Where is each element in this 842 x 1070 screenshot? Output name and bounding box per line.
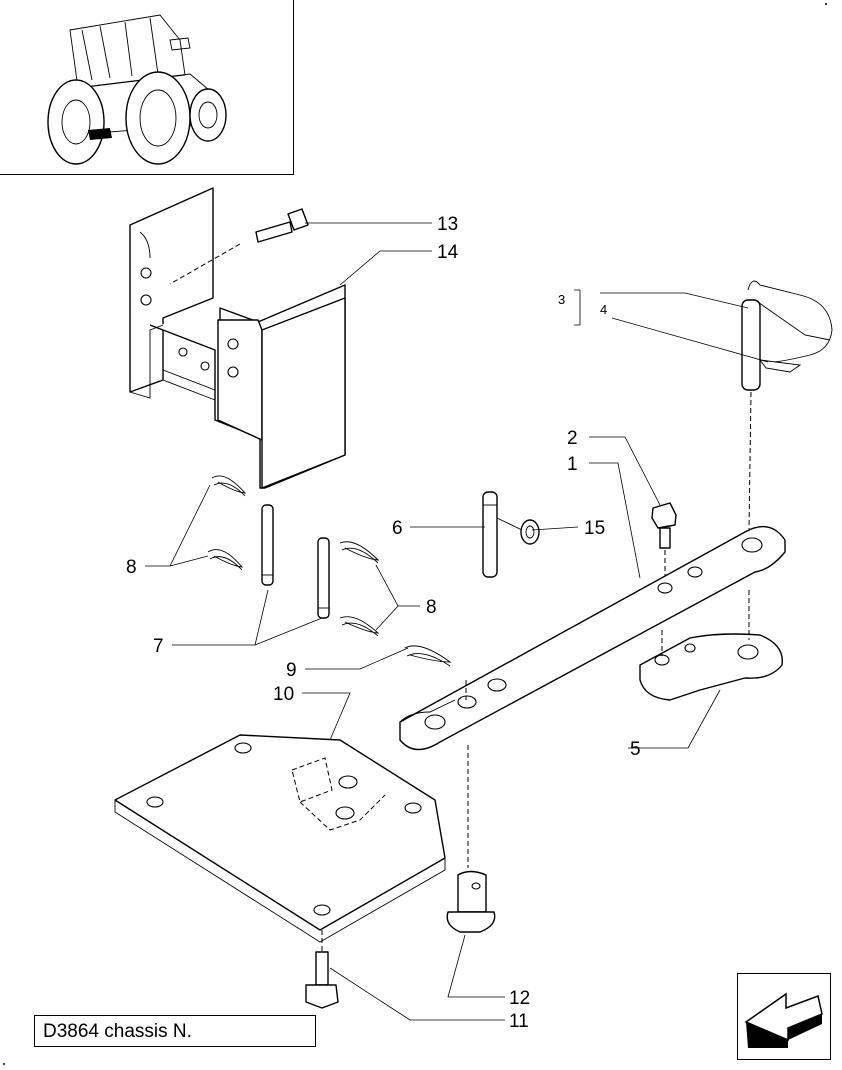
part-1-drawbar	[399, 525, 786, 751]
part-5-link	[639, 590, 784, 701]
part-15-clip	[496, 517, 540, 545]
callout-1: 1	[567, 454, 578, 475]
callout-6: 6	[392, 518, 403, 539]
callout-10: 10	[273, 684, 294, 705]
callout-3: 3	[558, 292, 565, 307]
previous-page-arrow-icon	[744, 992, 823, 1048]
callout-7: 7	[153, 636, 164, 657]
callout-8-right: 8	[426, 597, 437, 618]
part-9-clip	[404, 645, 452, 667]
leader-lines	[145, 222, 769, 1021]
corner-mark	[3, 1063, 5, 1065]
corner-mark	[825, 3, 827, 5]
part-6-pin	[482, 491, 498, 578]
callout-labels: 13 14 3 4 2 1 6 15 8 8 7 9 10 5 12 11	[126, 214, 641, 1032]
callout-9: 9	[286, 660, 297, 681]
part-3-4-pin-chain	[741, 280, 833, 531]
callout-4: 4	[600, 302, 607, 317]
callout-15: 15	[584, 518, 605, 539]
tractor-thumbnail-frame	[0, 0, 294, 175]
caption-box: D3864 chassis N.	[34, 1015, 316, 1047]
callout-13: 13	[437, 214, 458, 235]
tractor-thumbnail-icon	[47, 14, 227, 165]
callout-8-left: 8	[126, 557, 137, 578]
part-11-bolt	[305, 951, 339, 1009]
part-8-clips	[207, 475, 380, 637]
part-7-pins	[261, 504, 330, 619]
callout-2: 2	[567, 428, 578, 449]
part-12-pin	[446, 680, 496, 933]
callout-11: 11	[509, 1011, 529, 1032]
part-14-bracket	[129, 187, 346, 489]
callout-14: 14	[437, 242, 459, 263]
caption-text: D3864 chassis N.	[43, 1021, 192, 1042]
callout-5: 5	[630, 739, 641, 760]
callout-12: 12	[509, 988, 530, 1009]
previous-page-button[interactable]	[737, 973, 831, 1060]
part-10-plate	[114, 734, 446, 955]
part-13-bolt	[169, 208, 309, 285]
